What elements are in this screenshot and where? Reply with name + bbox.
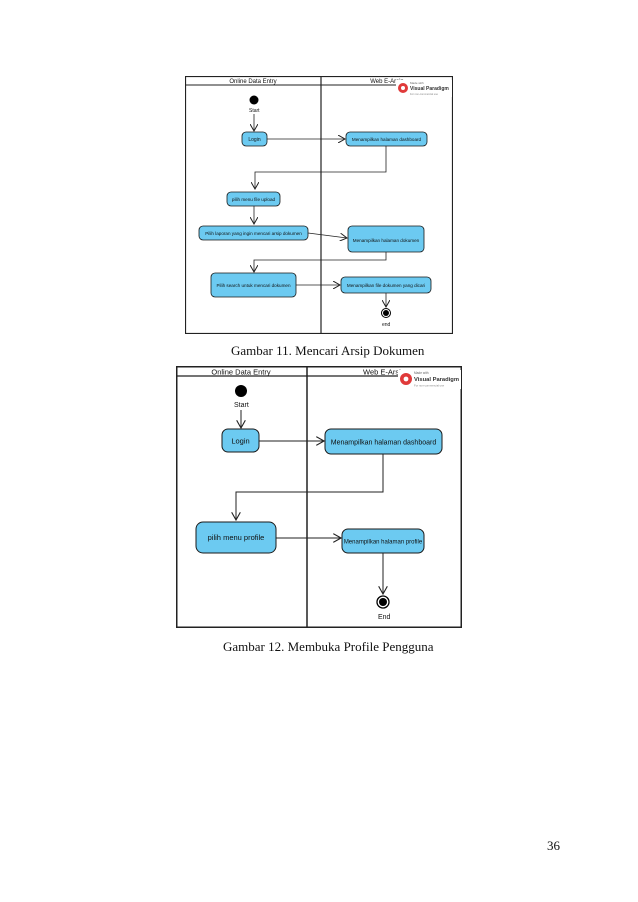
svg-text:Menampilkan halaman dashboard: Menampilkan halaman dashboard [352,137,422,142]
page-number: 36 [547,838,560,853]
lane-title-online-data-entry: Online Data Entry [211,368,270,377]
svg-text:For non-commercial use: For non-commercial use [414,384,445,388]
visual-paradigm-watermark: Made with Visual Paradigm For non-commer… [398,370,461,389]
svg-text:Visual Paradigm: Visual Paradigm [410,86,449,92]
figure-11-activity-diagram: Online Data Entry Web E-Arsip Made with … [185,76,453,334]
end-label: end [382,322,391,328]
svg-text:Made with: Made with [410,81,424,85]
svg-text:Menampilkan halaman dokumen: Menampilkan halaman dokumen [353,238,420,243]
start-label: Start [234,402,249,409]
svg-text:pilih menu profile: pilih menu profile [208,533,265,542]
svg-text:Pilih laporan yang ingin menca: Pilih laporan yang ingin mencari arsip d… [205,231,302,236]
svg-text:Menampilkan halaman dashboard: Menampilkan halaman dashboard [331,440,437,447]
lane-title-online-data-entry: Online Data Entry [229,79,276,85]
svg-text:Menampilkan file dokumen yang: Menampilkan file dokumen yang dicari [347,283,425,288]
start-label: Start [249,108,260,114]
svg-text:pilih menu file upload: pilih menu file upload [232,197,276,202]
lane-title-web-e-arsip: Web E-Arsip [363,368,405,377]
svg-text:Visual Paradigm: Visual Paradigm [414,377,459,383]
svg-text:For non-commercial use: For non-commercial use [410,92,439,96]
figure-12-caption: Gambar 12. Membuka Profile Pengguna [223,639,434,654]
figure-12-activity-diagram: Online Data Entry Web E-Arsip Made with … [176,366,462,628]
svg-text:Menampilkan halaman profile: Menampilkan halaman profile [344,540,423,546]
action-menampilkan-dashboard [345,131,428,147]
action-pilih-menu-upload [226,191,281,207]
end-label: End [378,614,391,621]
svg-text:Login: Login [248,137,260,143]
diagram-frame [176,366,462,628]
start-node [249,95,259,105]
svg-text:Pilih search untuk mencari dok: Pilih search untuk mencari dokumen [216,283,290,288]
figure-11-caption: Gambar 11. Mencari Arsip Dokumen [231,343,425,358]
start-node [235,385,247,397]
svg-text:Login: Login [231,437,249,446]
visual-paradigm-watermark: Made with Visual Paradigm For non-commer… [396,80,452,97]
svg-text:Made with: Made with [414,371,429,375]
lane-title-web-e-arsip: Web E-Arsip [370,79,404,85]
